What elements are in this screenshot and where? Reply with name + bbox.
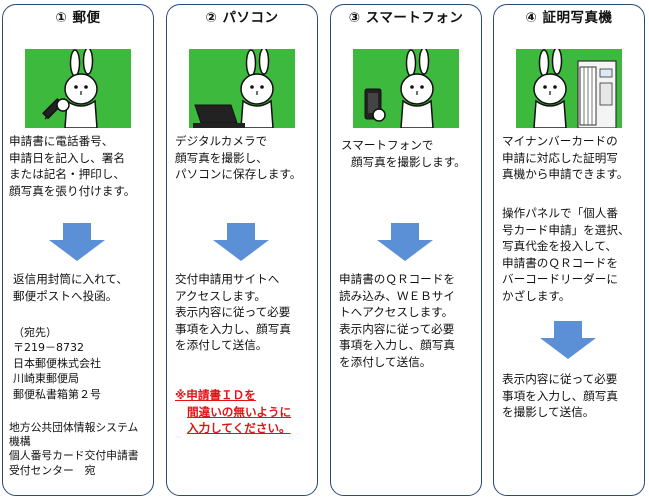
column-smartphone-title: ③ スマートフォン xyxy=(348,10,464,26)
recipient-line: 地方公共団体情報システム xyxy=(9,421,139,434)
pc-body-line: デジタルカメラで xyxy=(175,134,268,148)
smartphone-step2-line: 表示内容に従って必要 xyxy=(339,321,455,336)
down-arrow-icon xyxy=(540,321,596,359)
photo-booth-body2-line: 操作パネルで「個人番 xyxy=(502,206,618,220)
photo-booth-body2-line: 号カード申請」を選択、 xyxy=(502,222,630,237)
rabbit-photo-booth-icon xyxy=(516,49,622,128)
photo-booth-step2-line: を撮影して送信。 xyxy=(502,405,595,420)
pc-step2-line: を添付して送信。 xyxy=(175,338,268,353)
id-warning-note: ※申請書ＩＤを 間違いの無いように 入力してください。 xyxy=(175,387,291,437)
photo-booth-body2-line: 写真代金を投入して、 xyxy=(502,239,618,254)
column-post-title: ① 郵便 xyxy=(55,10,101,26)
smartphone-step2-line: 申請書のＱＲコードを xyxy=(339,272,455,286)
smartphone-step2-line: トへアクセスします。 xyxy=(339,305,454,320)
pc-body-line: 顔写真を撮影し、 xyxy=(175,150,268,165)
photo-booth-body-line: 真機から申請できます。 xyxy=(502,167,629,182)
address-line: 日本郵便株式会社 xyxy=(13,356,101,370)
column-pc: ② パソコン デジタルカメラで 顔写真を撮影し、 パソコンに保存します。 交付申… xyxy=(166,4,318,496)
photo-booth-body2-line: バーコードリーダーに xyxy=(502,272,618,287)
address-line: 川崎東郵便局 xyxy=(13,372,79,386)
column-photo-booth-title: ④ 証明写真機 xyxy=(525,10,613,26)
pc-step2-line: 表示内容に従って必要 xyxy=(175,305,291,320)
rabbit-laptop-icon xyxy=(189,49,295,128)
column-photo-booth: ④ 証明写真機 マイナンバーカードの 申請に対応した証明写 真機から申請できます… xyxy=(493,4,645,496)
address-line: 〒219－8732 xyxy=(13,341,84,355)
down-arrow-icon xyxy=(213,223,269,261)
down-arrow-icon xyxy=(377,223,433,261)
pc-step2-line: 交付申請用サイトへ xyxy=(175,272,280,286)
address-line: （宛先） xyxy=(13,326,57,339)
column-post: ① 郵便 申請書に電話番号、 申請日を記入し、署名 または記名・押印し、 顔写真… xyxy=(2,4,154,496)
column-smartphone: ③ スマートフォン スマートフォンで 顔写真を撮影します。 申請書のＱＲコードを… xyxy=(330,4,482,496)
post-step2-line: 返信用封筒に入れて、 xyxy=(13,272,129,286)
pc-body-line: パソコンに保存します。 xyxy=(175,167,302,182)
photo-booth-body2-line: かざします。 xyxy=(502,288,571,303)
photo-booth-body-line: 申請に対応した証明写 xyxy=(502,150,618,165)
smartphone-step2-line: 事項を入力し、顔写真 xyxy=(339,338,455,353)
photo-booth-step2-line: 表示内容に従って必要 xyxy=(502,372,618,386)
smartphone-body-line: スマートフォンで xyxy=(341,138,434,152)
note-line: 間違いの無いように xyxy=(187,404,292,419)
pc-step2-line: アクセスします。 xyxy=(175,288,267,303)
rabbit-smartphone-icon xyxy=(353,49,459,128)
down-arrow-icon xyxy=(49,223,105,261)
recipient-line: 機構 xyxy=(9,435,31,449)
post-step2-line: 郵便ポストへ投函。 xyxy=(13,288,118,303)
post-body-line: 申請日を記入し、署名 xyxy=(9,150,125,165)
note-line: 入力してください。 xyxy=(187,421,291,436)
smartphone-step2-line: 読み込み、ＷＥＢサイ xyxy=(339,288,455,303)
post-body-line: または記名・押印し、 xyxy=(9,167,125,182)
note-line: ※申請書ＩＤを xyxy=(175,388,256,402)
post-body-line: 顔写真を張り付けます。 xyxy=(9,183,136,198)
pc-step2-line: 事項を入力し、顔写真 xyxy=(175,321,291,336)
photo-booth-body2-line: 申請書のＱＲコードを xyxy=(502,255,618,270)
smartphone-body-line: 顔写真を撮影します。 xyxy=(351,154,466,169)
recipient-line: 個人番号カード交付申請書 xyxy=(9,449,139,463)
rabbit-pen-icon xyxy=(25,49,131,128)
column-pc-title: ② パソコン xyxy=(205,10,279,26)
address-line: 郵便私書箱第２号 xyxy=(13,387,101,401)
photo-booth-body-line: マイナンバーカードの xyxy=(502,134,618,148)
post-body-line: 申請書に電話番号、 xyxy=(9,134,114,148)
photo-booth-step2-line: 事項を入力し、顔写真 xyxy=(502,388,618,403)
recipient-line: 受付センター 宛 xyxy=(9,463,96,477)
smartphone-step2-line: を添付して送信。 xyxy=(339,354,432,369)
